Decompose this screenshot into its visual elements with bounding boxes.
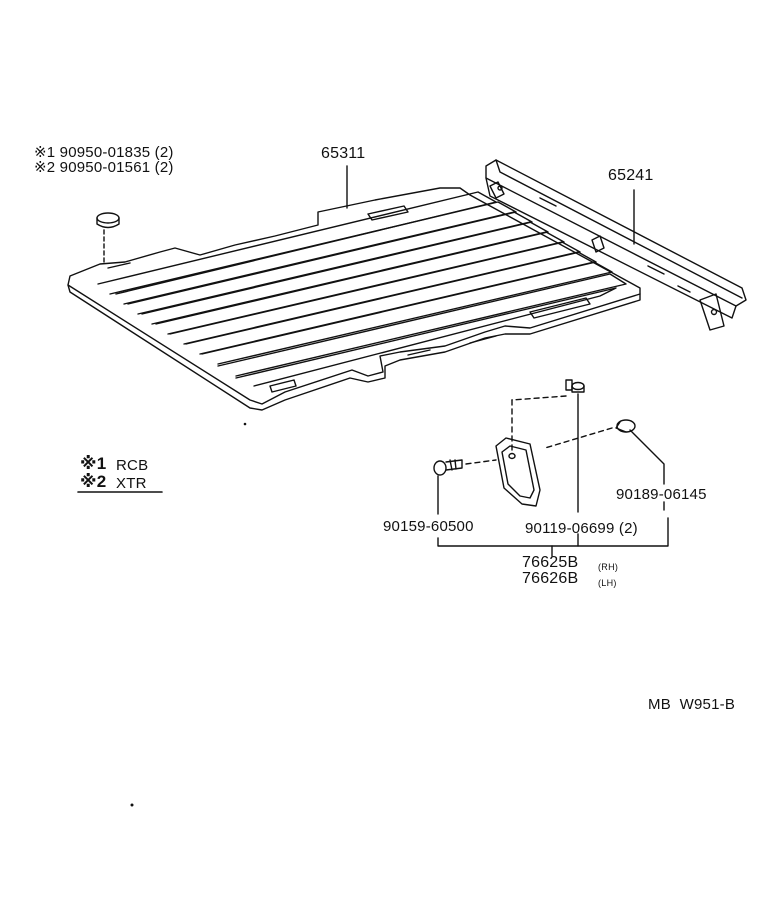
- mud-flap-76625B: [495, 437, 541, 507]
- floor-panel-65311: [67, 187, 641, 411]
- legend-mark-2: ※2: [80, 472, 107, 491]
- part-number-65311: 65311: [321, 145, 366, 162]
- bolt-90159: [433, 459, 463, 476]
- part-number-76626B: 76626B: [522, 570, 579, 587]
- diagram-code: MB W951-B: [648, 696, 736, 713]
- plug-90950: [96, 212, 120, 265]
- part-number-76625B: 76625B: [522, 554, 579, 571]
- screw-90119: [565, 379, 585, 393]
- side-rh: (RH): [598, 562, 619, 572]
- part-number-90189: 90189-06145: [616, 486, 707, 503]
- side-lh: (LH): [598, 578, 617, 588]
- plug-note-xtr: ※2 90950-01561 (2): [34, 159, 174, 176]
- legend-code-rcb: RCB: [116, 457, 149, 474]
- plug-note-rcb: ※1 90950-01835 (2): [34, 144, 174, 161]
- assembly-bracket: [437, 517, 669, 547]
- part-number-90119: 90119-06699 (2): [525, 520, 638, 537]
- clip-90189: [615, 419, 636, 433]
- legend-mark-1: ※1: [80, 454, 107, 473]
- part-number-65241: 65241: [608, 167, 654, 184]
- part-number-90159: 90159-60500: [383, 518, 474, 535]
- legend-code-xtr: XTR: [116, 475, 147, 492]
- sill-65241: [485, 159, 747, 331]
